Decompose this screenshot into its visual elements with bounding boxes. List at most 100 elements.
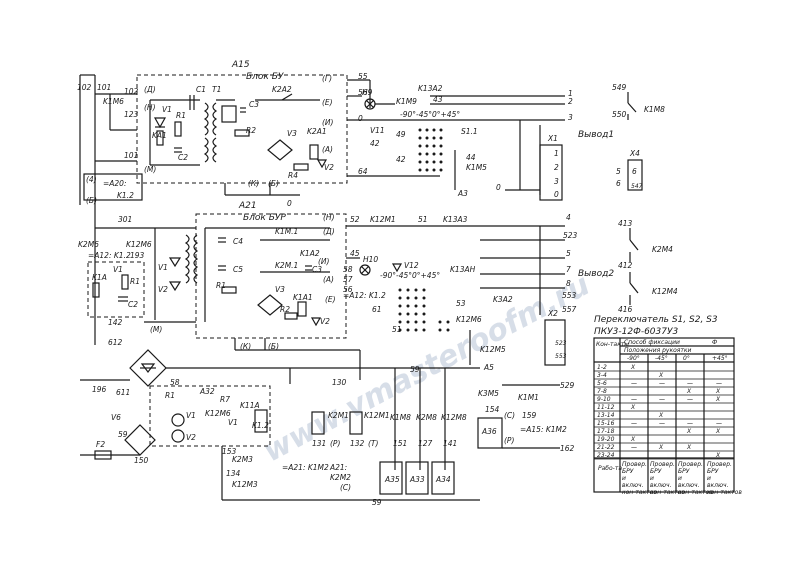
table-work-text: Провер. <box>650 461 675 468</box>
table-subtitle: ПКУ3-12Ф-6037У3 <box>594 327 678 337</box>
a15-internals: V1 KA1 R1 C2 C1 T1 C3 R2 K2A2 V3 K2A1 R4 <box>149 85 334 208</box>
a12-label: =A12: K1.2 <box>88 251 131 260</box>
k12m6b-label: K12M6 <box>456 315 482 324</box>
block-a21-id: A21 <box>238 201 257 211</box>
wire-151: 151 <box>393 439 407 448</box>
k1a1-label: K1A1 <box>293 293 313 302</box>
vyvod2-label: Вывод2 <box>578 269 614 279</box>
c1-label: C1 <box>196 85 206 94</box>
term-7: (4) <box>86 175 97 184</box>
wire-127: 127 <box>418 439 433 448</box>
bridge-v3 <box>267 139 293 161</box>
x4-pin6: 6 <box>616 179 621 188</box>
term-b2: (Б) <box>268 342 279 351</box>
out-4: 4 <box>566 213 571 222</box>
wire-135: K12M6 <box>205 409 231 418</box>
k1m6-label: K1M6 <box>103 97 124 106</box>
k2a2-label: K2A2 <box>272 85 292 94</box>
table-row-contacts: 3-4 <box>597 372 607 379</box>
wire-413: 413 <box>618 219 633 228</box>
table-cell-mark: — <box>687 420 693 427</box>
a21-internals: V1 V2 C4 C5 R1 K1M.1 K1A2 K2M.1 C3 V3 K1… <box>154 227 360 351</box>
table-cell-mark: — <box>631 444 637 451</box>
table-work-text: включ. <box>707 482 729 489</box>
bridge-v3b <box>257 294 283 316</box>
vyvod2-relays: 413 K2M4 412 Вывод2 K12M4 416 <box>578 219 678 314</box>
table-work-text: Провер. <box>678 461 703 468</box>
table-row-contacts: 11-12 <box>597 404 615 411</box>
term-8: (Б) <box>86 196 97 205</box>
ka1-coil <box>156 130 164 146</box>
a3-label: A3 <box>457 189 468 198</box>
wire-101b: 101 <box>124 151 138 160</box>
link-a21: =A21: K1M2 <box>282 463 329 472</box>
table-cell-mark: X <box>658 444 664 451</box>
term-d: (Д) <box>144 85 156 94</box>
link-a12b: =A12: K1.2 <box>343 291 386 300</box>
wire-51: 51 <box>418 215 428 224</box>
v6-label: V6 <box>111 413 121 422</box>
term-p2: (Р) <box>504 436 514 445</box>
a15-right-wiring: H9 K1M9 K13A2 43 -90°-45°0°+45° S1.1 V11… <box>362 80 565 198</box>
wire-611: 611 <box>116 388 130 397</box>
table-cell-mark: X <box>658 372 664 379</box>
x4-pin5: 5 <box>616 167 621 176</box>
wire-49: 49 <box>396 130 406 139</box>
wire-42b: 42 <box>396 155 406 164</box>
wire-159: 159 <box>522 411 537 420</box>
k1a-coil <box>92 282 100 298</box>
term-p: (Р) <box>330 439 340 448</box>
connector-x4: X4 5 6 6 547 <box>616 149 643 191</box>
k12-box <box>254 409 268 433</box>
term-u2: (И) <box>318 257 330 266</box>
k2m1-label: K2M.1 <box>275 261 298 270</box>
wire-612: 612 <box>108 338 123 347</box>
v2-label: V2 <box>324 163 334 172</box>
bottom-section: 612 611 196 58 130 59 A32 R1 R7 K11A V1 … <box>80 322 575 507</box>
x1-label: X1 <box>547 134 558 143</box>
table-work-label: Рабо-та <box>598 465 622 472</box>
k1m8-label: K1M8 <box>644 105 665 114</box>
wire-0: 0 <box>287 199 292 208</box>
table-work-text: Провер. <box>622 461 647 468</box>
table-cell-mark: — <box>659 396 665 403</box>
table-work-text: и <box>707 475 711 482</box>
out-5: 5 <box>566 249 571 258</box>
v2d-label: V2 <box>186 433 196 442</box>
table-pos-header: Положения рукоятки <box>624 347 692 354</box>
r1-label: R1 <box>176 111 186 120</box>
table-work-text: и <box>622 475 626 482</box>
table-work-text: кон-тактов <box>678 489 713 496</box>
table-col-header: Кон-такты <box>596 341 629 348</box>
k12m1-label: K12M1 <box>370 215 396 224</box>
k2a1-label: K2A1 <box>307 127 327 136</box>
a34-box <box>431 461 455 495</box>
table-position-label: -45° <box>655 355 668 362</box>
wire-59c: 59 <box>372 498 382 507</box>
table-cell-mark: — <box>716 420 722 427</box>
wire-58b: 58 <box>170 378 180 387</box>
table-cell-mark: — <box>659 420 665 427</box>
a32-box <box>149 385 271 447</box>
x1-pin4: 0 <box>554 190 559 199</box>
k1m5-label: K1M5 <box>466 163 487 172</box>
v1b-label: V1 <box>113 265 123 274</box>
wire-196: 196 <box>92 385 107 394</box>
a36-box <box>477 417 503 449</box>
table-row-contacts: 7-8 <box>597 388 607 395</box>
table-row-contacts: 21-22 <box>597 444 615 451</box>
c3b-label: C3 <box>312 265 322 274</box>
c2b-label: C2 <box>128 300 138 309</box>
v1c-label: V1 <box>158 263 168 272</box>
a5-label: A5 <box>483 363 494 372</box>
wire-51b: 51 <box>392 325 402 334</box>
x4-label: X4 <box>629 149 640 158</box>
a15-right-terminals: (Г) (Е) (И) (А) 55 56 0 64 <box>322 72 440 177</box>
wire-52: 52 <box>350 215 360 224</box>
k2m1-coil <box>311 411 325 435</box>
link-k12: K1.2 <box>117 191 134 200</box>
term-g: (Г) <box>322 74 332 83</box>
out-2: 2 <box>568 97 573 106</box>
table-positions: -90°-45°0°+45° <box>627 355 728 362</box>
